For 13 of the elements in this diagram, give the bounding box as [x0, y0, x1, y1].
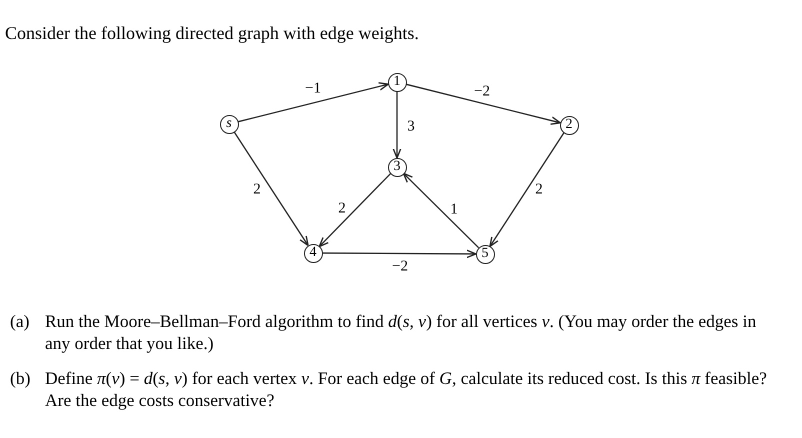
arrow [233, 131, 309, 246]
arrow [392, 91, 402, 159]
question-text: Define π(v) = d(s, v) for each vertex v. For each edge of G, calculate its reduced cost. Is this π feasible? Are the edge costs conservative? [45, 367, 768, 411]
arrow [322, 250, 477, 258]
question-text: Run the Moore–Bellman–Ford algorithm to find d(s, v) for all vertices v. (You may order the edges in any order that you like.) [45, 310, 758, 354]
arrow [318, 172, 392, 248]
title: Consider the following directed graph with edge weights. [5, 22, 419, 45]
arrow [238, 82, 389, 122]
item-marker: (b) [10, 367, 32, 390]
arrow [489, 132, 565, 248]
arrow [402, 172, 480, 248]
item-marker: (a) [10, 310, 30, 333]
arrow [406, 84, 561, 125]
